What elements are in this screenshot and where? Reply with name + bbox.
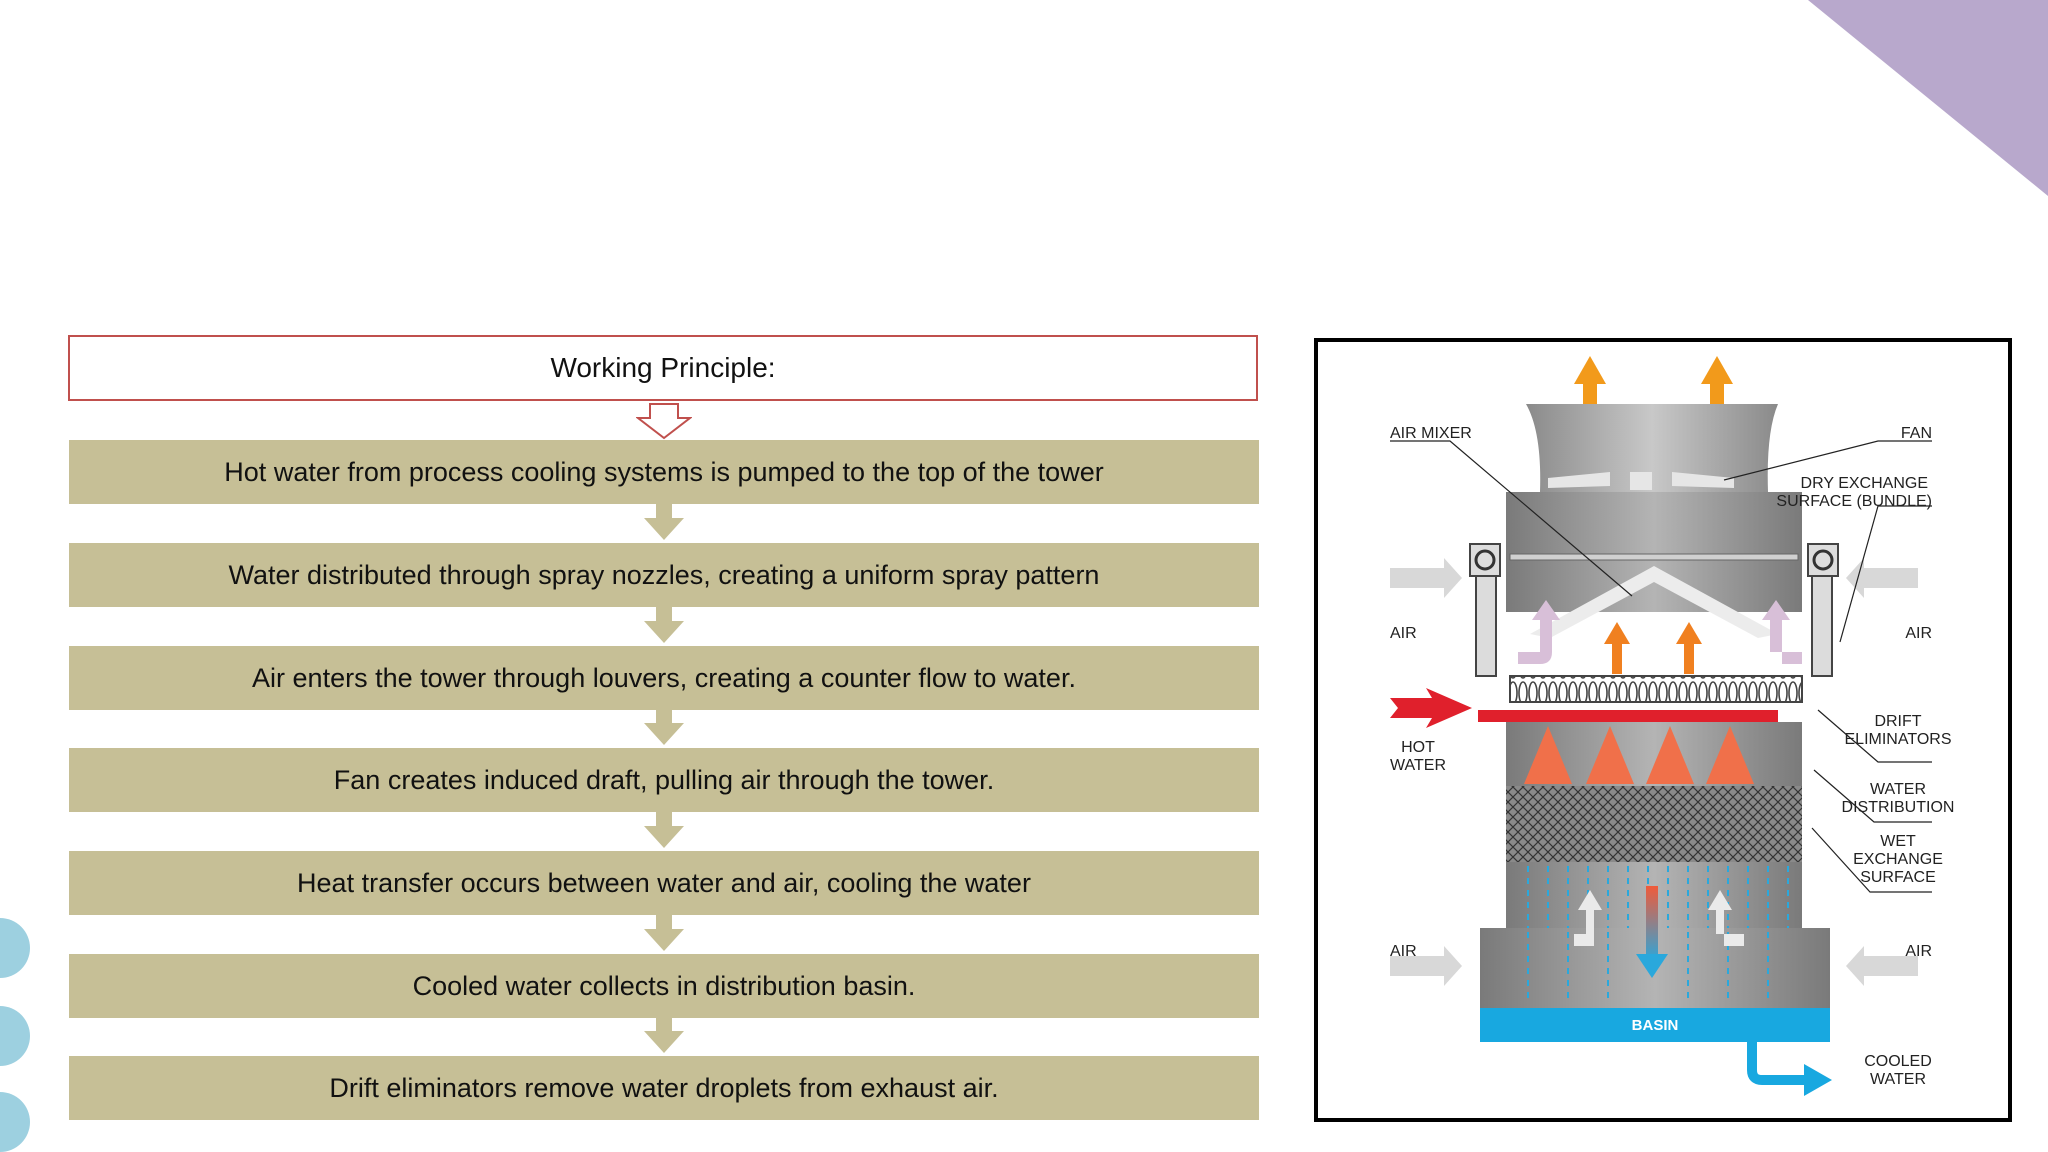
decorative-circle — [0, 918, 58, 978]
air-inlet-arrow-icon — [1390, 558, 1918, 986]
step-1: Hot water from process cooling systems i… — [69, 440, 1259, 504]
corner-triangle-decoration — [1808, 0, 2048, 196]
air-label: AIR — [1905, 943, 1932, 960]
air-flow-arrow-icon — [1518, 600, 1802, 674]
air-mixer-label: AIR MIXER — [1390, 425, 1472, 442]
dry-exchange-label: DRY EXCHANGE — [1801, 475, 1928, 492]
down-arrow-icon — [644, 707, 684, 745]
cooling-tower-illustration: BASIN AIR MIXER FAN DRY EXC — [1390, 356, 1955, 1096]
step-5: Heat transfer occurs between water and a… — [69, 851, 1259, 915]
fan-icon — [1548, 472, 1734, 490]
wet-exchange-label: EXCHANGE — [1853, 851, 1943, 868]
wet-exchange-label: WET — [1880, 833, 1916, 850]
wet-exchange-label: SURFACE — [1860, 869, 1936, 886]
header-title: Working Principle: — [550, 352, 776, 383]
down-arrow-icon — [644, 810, 684, 848]
air-label: AIR — [1390, 625, 1417, 642]
cooled-water-label: COOLED — [1864, 1053, 1932, 1070]
decorative-circle — [0, 1006, 58, 1066]
fan-label: FAN — [1901, 425, 1932, 442]
step-7: Drift eliminators remove water droplets … — [69, 1056, 1259, 1120]
cooled-water-arrow-icon — [1747, 1040, 1832, 1096]
down-arrow-icon — [644, 502, 684, 540]
step-text: Fan creates induced draft, pulling air t… — [333, 764, 995, 795]
water-distribution-label: DISTRIBUTION — [1842, 799, 1955, 816]
step-4: Fan creates induced draft, pulling air t… — [69, 748, 1259, 812]
dry-exchange-label: SURFACE (BUNDLE) — [1776, 493, 1932, 510]
step-6: Cooled water collects in distribution ba… — [69, 954, 1259, 1018]
cooling-tower-diagram: BASIN AIR MIXER FAN DRY EXC — [1314, 338, 2012, 1122]
air-label: AIR — [1390, 943, 1417, 960]
drift-eliminators-label: DRIFT — [1874, 713, 1921, 730]
hot-water-label: WATER — [1390, 757, 1446, 774]
step-text: Air enters the tower through louvers, cr… — [252, 662, 1076, 693]
working-principle-header: Working Principle: — [68, 335, 1258, 401]
down-arrow-icon — [636, 403, 692, 440]
step-text: Drift eliminators remove water droplets … — [329, 1072, 999, 1103]
cooled-water-label: WATER — [1870, 1071, 1926, 1088]
spray-nozzle-icon — [1524, 726, 1754, 784]
down-arrow-icon — [644, 1015, 684, 1053]
step-text: Cooled water collects in distribution ba… — [412, 970, 916, 1001]
air-label: AIR — [1905, 625, 1932, 642]
down-arrow-icon — [644, 913, 684, 951]
step-text: Hot water from process cooling systems i… — [224, 456, 1104, 487]
basin-label: BASIN — [1632, 1017, 1679, 1034]
water-distribution-label: WATER — [1870, 781, 1926, 798]
hot-water-label: HOT — [1401, 739, 1435, 756]
step-3: Air enters the tower through louvers, cr… — [69, 646, 1259, 710]
down-arrow-icon — [644, 605, 684, 643]
step-text: Heat transfer occurs between water and a… — [297, 867, 1031, 898]
drift-eliminators-label: ELIMINATORS — [1845, 731, 1952, 748]
hot-water-arrow-icon — [1390, 688, 1472, 728]
decorative-circle — [0, 1092, 58, 1152]
step-text: Water distributed through spray nozzles,… — [228, 559, 1100, 590]
step-2: Water distributed through spray nozzles,… — [69, 543, 1259, 607]
